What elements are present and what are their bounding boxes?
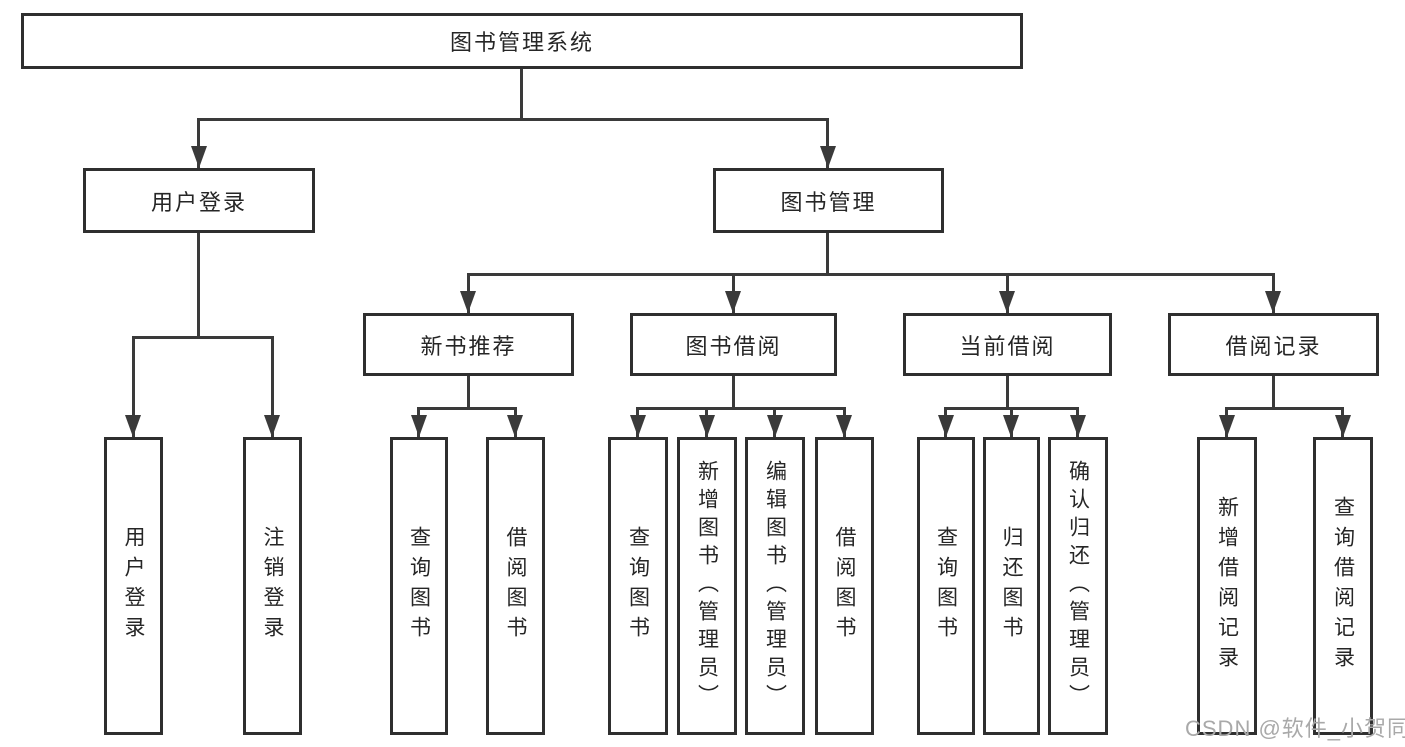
node-current-borrowing-label: 当前借阅 [959,333,1056,359]
arrowhead-icon [1070,415,1086,437]
arrowhead-icon [191,146,207,168]
arrowhead-icon [125,415,141,437]
arrowhead-icon [264,415,280,437]
watermark: CSDN @软件_小贺同学 [1185,716,1405,741]
connector-line [417,407,517,410]
arrowhead-icon [938,415,954,437]
node-borrowing-records-label: 借阅记录 [1225,333,1322,359]
node-book-borrowing-label: 图书借阅 [685,333,782,359]
leaf-logout-label: 注销登录 [261,526,284,646]
connector-line [467,376,470,407]
node-book-borrowing: 图书借阅 [630,313,837,376]
arrowhead-icon [1335,415,1351,437]
leaf-query-borrow-record-label: 查询借阅记录 [1331,496,1355,676]
node-current-borrowing: 当前借阅 [903,313,1112,376]
connector-line [826,118,829,168]
node-root-label: 图书管理系统 [449,30,594,55]
arrowhead-icon [1219,415,1235,437]
connector-line [520,69,523,118]
connector-line [197,233,200,336]
leaf-return-books-label: 归还图书 [1000,526,1023,646]
arrowhead-icon [767,415,783,437]
node-user-login-label: 用户登录 [150,189,247,215]
node-new-book-recommend: 新书推荐 [363,313,574,376]
leaf-borrow-books-borrowing: 借阅图书 [815,437,874,735]
arrowhead-icon [411,415,427,437]
leaf-borrow-books-recommend: 借阅图书 [486,437,545,735]
arrowhead-icon [630,415,646,437]
arrowhead-icon [507,415,523,437]
node-new-book-recommend-label: 新书推荐 [420,333,517,359]
connector-line [1272,376,1275,407]
connector-line [944,407,1079,410]
leaf-return-books: 归还图书 [983,437,1040,735]
node-book-management-label: 图书管理 [780,189,877,215]
leaf-query-books-current-label: 查询图书 [934,526,958,646]
connector-line [636,407,846,410]
arrowhead-icon [1265,291,1281,313]
leaf-confirm-return-admin: 确认归还（管理员） [1048,437,1108,735]
arrowhead-icon [836,415,852,437]
leaf-user-login: 用户登录 [104,437,163,735]
connector-line [197,118,200,168]
leaf-edit-book-admin-label: 编辑图书（管理员） [763,460,787,712]
leaf-query-books-recommend-label: 查询图书 [407,526,431,646]
leaf-add-book-admin: 新增图书（管理员） [677,437,737,735]
connector-line [271,336,274,437]
node-root: 图书管理系统 [21,13,1023,69]
leaf-add-borrow-record: 新增借阅记录 [1197,437,1257,735]
connector-line [467,273,1275,276]
leaf-borrow-books-recommend-label: 借阅图书 [504,526,527,646]
connector-line [132,336,135,437]
arrowhead-icon [460,291,476,313]
connector-line [1225,407,1344,410]
connector-line [826,233,829,273]
leaf-logout: 注销登录 [243,437,302,735]
node-user-login: 用户登录 [83,168,315,233]
leaf-query-books-borrowing-label: 查询图书 [626,526,650,646]
connector-line [732,376,735,407]
arrowhead-icon [820,146,836,168]
node-borrowing-records: 借阅记录 [1168,313,1379,376]
leaf-add-book-admin-label: 新增图书（管理员） [695,460,719,712]
arrowhead-icon [999,291,1015,313]
connector-line [132,336,274,339]
connector-line [1006,376,1009,407]
leaf-confirm-return-admin-label: 确认归还（管理员） [1066,460,1090,712]
leaf-query-books-recommend: 查询图书 [390,437,448,735]
leaf-add-borrow-record-label: 新增借阅记录 [1215,496,1239,676]
leaf-user-login-label: 用户登录 [122,526,145,646]
arrowhead-icon [699,415,715,437]
node-book-management: 图书管理 [713,168,944,233]
leaf-borrow-books-borrowing-label: 借阅图书 [833,526,856,646]
arrowhead-icon [1003,415,1019,437]
leaf-query-books-borrowing: 查询图书 [608,437,668,735]
leaf-query-borrow-record: 查询借阅记录 [1313,437,1373,735]
arrowhead-icon [725,291,741,313]
connector-line [197,118,829,121]
leaf-edit-book-admin: 编辑图书（管理员） [745,437,805,735]
leaf-query-books-current: 查询图书 [917,437,975,735]
